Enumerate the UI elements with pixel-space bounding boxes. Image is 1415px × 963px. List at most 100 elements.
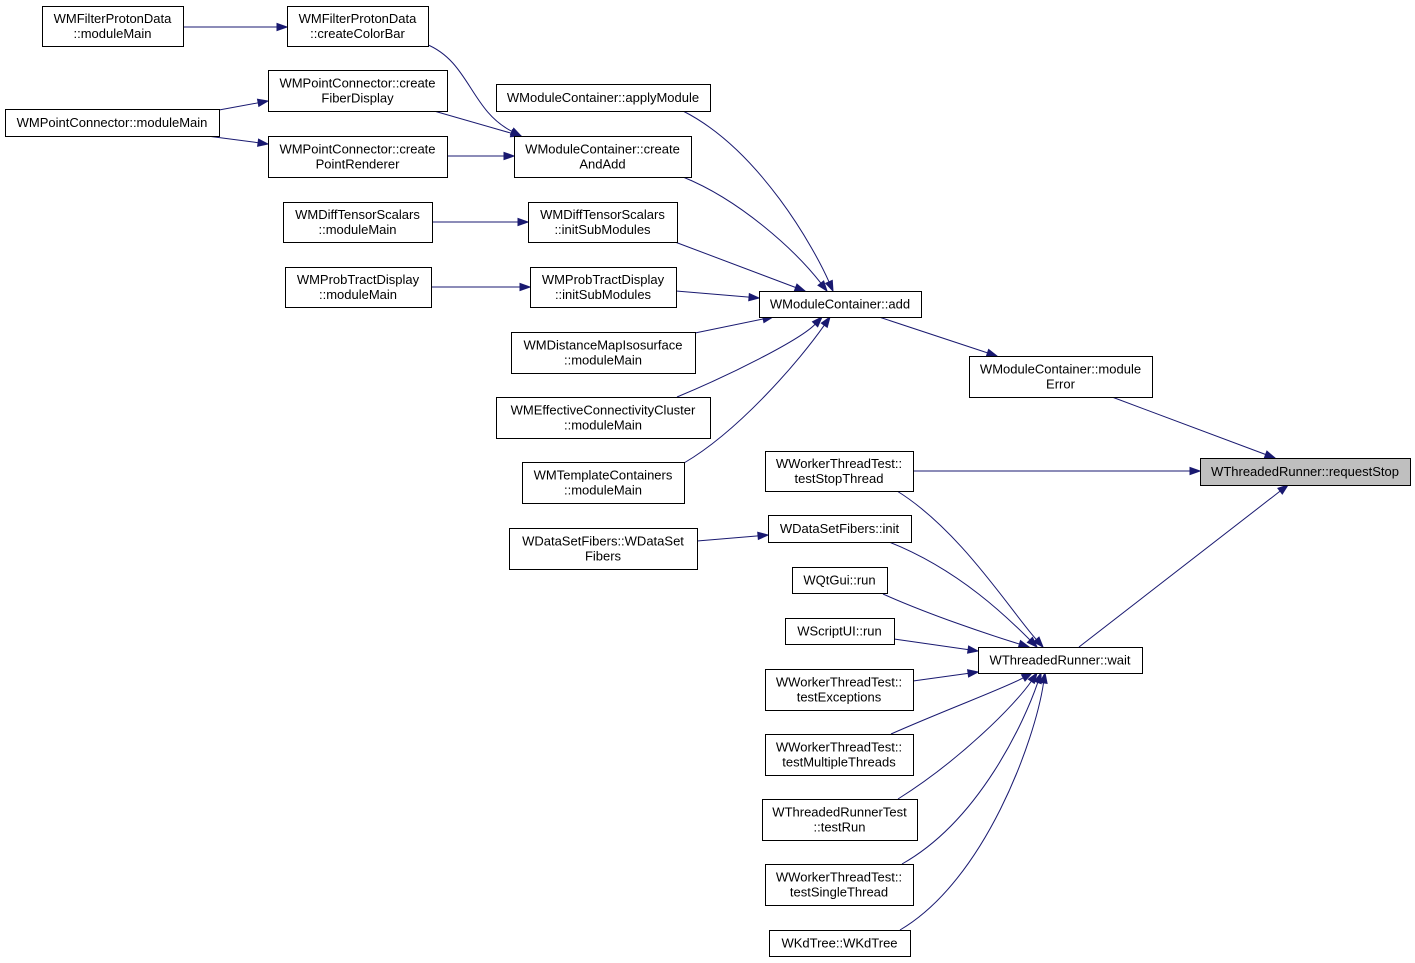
node-label: WMPointConnector::moduleMain <box>17 115 208 130</box>
node-box[interactable] <box>978 647 1143 674</box>
node-label: WMProbTractDisplay <box>297 272 420 287</box>
arrowhead <box>1039 671 1048 685</box>
node-box[interactable] <box>759 291 922 318</box>
node-label: FiberDisplay <box>321 91 394 106</box>
node-testSingle[interactable]: WWorkerThreadTest::testSingleThread <box>765 864 914 906</box>
node-label: WWorkerThreadTest:: <box>776 740 902 755</box>
node-requestStop[interactable]: WThreadedRunner::requestStop <box>1200 458 1411 486</box>
node-dsInit[interactable]: WDataSetFibers::init <box>768 515 912 543</box>
node-box[interactable] <box>509 528 698 570</box>
node-dsCtor[interactable]: WDataSetFibers::WDataSetFibers <box>509 528 698 570</box>
node-label: WMFilterProtonData <box>54 11 173 26</box>
edge-line <box>683 324 825 464</box>
node-box[interactable] <box>1200 458 1411 486</box>
node-wait[interactable]: WThreadedRunner::wait <box>978 647 1143 674</box>
node-pcMain[interactable]: WMPointConnector::moduleMain <box>5 109 220 137</box>
edge-pcMain-to-pcFiber <box>218 98 270 111</box>
node-tmplMain[interactable]: WMTemplateContainers::moduleMain <box>522 462 685 504</box>
arrowhead <box>985 348 999 357</box>
arrowhead <box>966 645 980 654</box>
node-box[interactable] <box>5 109 220 137</box>
node-scriptRun[interactable]: WScriptUI::run <box>785 618 895 645</box>
node-box[interactable] <box>285 267 432 308</box>
node-box[interactable] <box>530 267 677 308</box>
edge-effMain-to-add <box>676 315 824 398</box>
edge-wait-to-requestStop <box>1078 484 1290 648</box>
node-box[interactable] <box>768 515 912 543</box>
node-kdTree[interactable]: WKdTree::WKdTree <box>769 930 911 957</box>
node-box[interactable] <box>42 6 184 47</box>
node-box[interactable] <box>514 136 692 178</box>
edge-diffInit-to-add <box>674 241 807 292</box>
node-box[interactable] <box>496 84 711 112</box>
node-diffMain[interactable]: WMDiffTensorScalars::moduleMain <box>283 202 433 243</box>
node-distMain[interactable]: WMDistanceMapIsosurface::moduleMain <box>511 332 696 374</box>
node-testExc[interactable]: WWorkerThreadTest::testExceptions <box>765 669 914 711</box>
edge-pcFiber-to-createAndAdd <box>433 110 523 138</box>
edge-probInit-to-add <box>675 290 761 302</box>
edge-line <box>694 318 764 334</box>
node-box[interactable] <box>765 669 914 711</box>
edge-line <box>893 638 969 651</box>
node-diffInit[interactable]: WMDiffTensorScalars::initSubModules <box>528 202 678 243</box>
edge-kdTree-to-wait <box>899 671 1048 931</box>
node-testStop[interactable]: WWorkerThreadTest::testStopThread <box>765 451 914 492</box>
node-label: WMFilterProtonData <box>299 11 418 26</box>
node-testMulti[interactable]: WWorkerThreadTest::testMultipleThreads <box>765 734 914 776</box>
arrowhead <box>519 282 532 292</box>
edge-line <box>896 490 1037 640</box>
node-filterBar[interactable]: WMFilterProtonData::createColorBar <box>287 6 429 47</box>
node-add[interactable]: WModuleContainer::add <box>759 291 922 318</box>
arrowhead <box>1277 484 1290 495</box>
node-box[interactable] <box>765 734 914 776</box>
edge-line <box>218 102 259 111</box>
edge-testStop-to-requestStop <box>913 466 1202 476</box>
node-filterMain[interactable]: WMFilterProtonData::moduleMain <box>42 6 184 47</box>
node-box[interactable] <box>287 6 429 47</box>
node-label: WMPointConnector::create <box>279 142 435 157</box>
arrowhead <box>503 151 516 161</box>
node-box[interactable] <box>969 356 1153 398</box>
node-label: WModuleContainer::module <box>980 362 1141 377</box>
node-probInit[interactable]: WMProbTractDisplay::initSubModules <box>530 267 677 308</box>
node-box[interactable] <box>511 332 696 374</box>
node-box[interactable] <box>268 70 448 112</box>
node-label: ::moduleMain <box>564 483 642 498</box>
node-box[interactable] <box>496 397 711 439</box>
node-box[interactable] <box>283 202 433 243</box>
node-label: WMEffectiveConnectivityCluster <box>511 403 696 418</box>
node-probMain[interactable]: WMProbTractDisplay::moduleMain <box>285 267 432 308</box>
node-trTest[interactable]: WThreadedRunnerTest::testRun <box>762 799 918 841</box>
node-effMain[interactable]: WMEffectiveConnectivityCluster::moduleMa… <box>496 397 711 439</box>
node-box[interactable] <box>522 462 685 504</box>
node-applyModule[interactable]: WModuleContainer::applyModule <box>496 84 711 112</box>
edge-testSingle-to-wait <box>901 671 1042 865</box>
node-label: WDataSetFibers::init <box>780 521 900 536</box>
node-box[interactable] <box>765 451 914 492</box>
node-label: ::createColorBar <box>310 26 405 41</box>
node-box[interactable] <box>528 202 678 243</box>
node-box[interactable] <box>792 567 888 594</box>
node-qtRun[interactable]: WQtGui::run <box>792 567 888 594</box>
edge-line <box>1111 396 1266 455</box>
node-label: WWorkerThreadTest:: <box>776 870 902 885</box>
edge-testExc-to-wait <box>912 669 980 682</box>
node-box[interactable] <box>769 930 911 957</box>
node-box[interactable] <box>268 136 448 178</box>
arrowhead <box>757 531 770 541</box>
arrowhead <box>793 283 807 292</box>
node-box[interactable] <box>762 799 918 841</box>
node-label: AndAdd <box>579 157 625 172</box>
node-label: testSingleThread <box>790 885 888 900</box>
node-label: WScriptUI::run <box>797 624 882 639</box>
edge-line <box>676 323 816 398</box>
node-box[interactable] <box>785 618 895 645</box>
node-label: Error <box>1046 377 1076 392</box>
edge-line <box>696 535 759 542</box>
node-label: WWorkerThreadTest:: <box>776 456 902 471</box>
node-box[interactable] <box>765 864 914 906</box>
